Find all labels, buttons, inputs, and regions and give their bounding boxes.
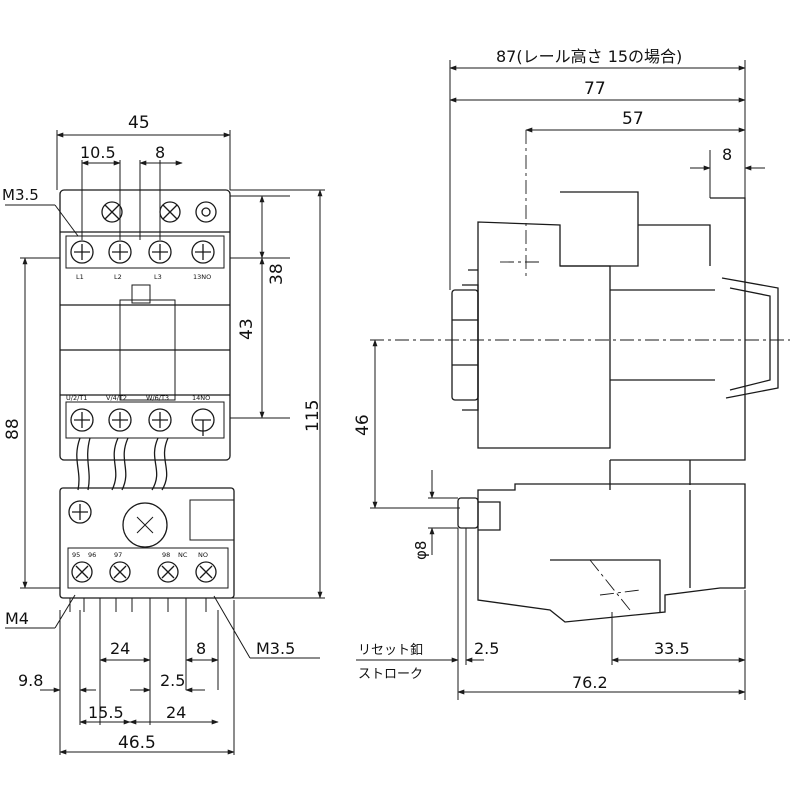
front-dimension-lines [5,130,325,755]
dim-width-bottom: 46.5 [118,733,156,753]
terminal-label: NC [178,551,188,559]
terminal-label: 98 [162,551,170,559]
terminal-label: W/6/T3 [146,394,169,402]
dim-height-115: 115 [303,400,323,432]
dim-pitch-24-lower: 24 [166,703,186,722]
center-lines [370,130,790,611]
terminal-label: 13NO [193,273,211,281]
contactor-body [59,189,231,461]
terminal-label: L2 [114,273,122,281]
dim-depth-76-2: 76.2 [572,673,608,692]
dim-pitch-24-upper: 24 [110,639,130,658]
middle-terminal-row [65,401,225,439]
dim-phi-8: φ8 [412,541,430,560]
overload-relay-side-profile [477,483,746,623]
terminal-label: V/4/T2 [106,394,127,402]
overload-relay-body [59,487,235,599]
upper-screw-row [101,201,217,223]
dim-pitch-8-lower: 8 [196,639,206,658]
dim-height-38: 38 [267,263,287,285]
contactor-side-profile [477,221,611,449]
label-stroke: ストローク [358,667,423,682]
connection-straps [76,437,169,491]
front-view [59,189,235,612]
din-rail-clip [721,277,779,399]
terminal-label: L3 [154,273,162,281]
dim-height-88: 88 [3,418,23,440]
dim-height-43: 43 [237,318,257,340]
terminal-label: 14NO [192,394,210,402]
label-screw-bottom-right: M3.5 [256,639,295,658]
dim-stroke-2-5: 2.5 [474,639,499,658]
dim-depth-33-5: 33.5 [654,639,690,658]
side-dimension-lines [356,60,765,700]
terminal-labels: L1 L2 L3 13NO U/2/T1 V/4/T2 W/6/T3 14NO … [66,273,211,559]
terminal-label: NO [198,551,208,559]
dim-width-top: 45 [128,113,150,133]
side-view [451,191,779,623]
terminal-label: U/2/T1 [66,394,87,402]
terminal-label: 97 [114,551,122,559]
terminal-label: 96 [88,551,96,559]
label-screw-top: M3.5 [2,186,39,204]
reset-button [457,497,479,529]
dim-pitch-15-5: 15.5 [88,703,124,722]
label-reset-button: リセット釦 [358,642,423,658]
terminal-label: 95 [72,551,80,559]
terminal-label: L1 [76,273,84,281]
dim-depth-8: 8 [722,145,732,164]
dim-height-46: 46 [353,414,373,436]
dim-pitch-a: 10.5 [80,143,116,162]
dim-gap-2-5: 2.5 [160,671,185,690]
dim-depth-57: 57 [622,109,644,129]
reset-dial [122,502,168,548]
dim-depth-77: 77 [584,79,606,99]
dim-offset-9-8: 9.8 [18,671,43,690]
upper-terminal-row [65,235,225,269]
label-screw-bottom-left: M4 [5,609,29,628]
dim-pitch-b: 8 [155,143,165,162]
dim-depth-87-note: 87(レール高さ 15の場合) [496,47,682,66]
